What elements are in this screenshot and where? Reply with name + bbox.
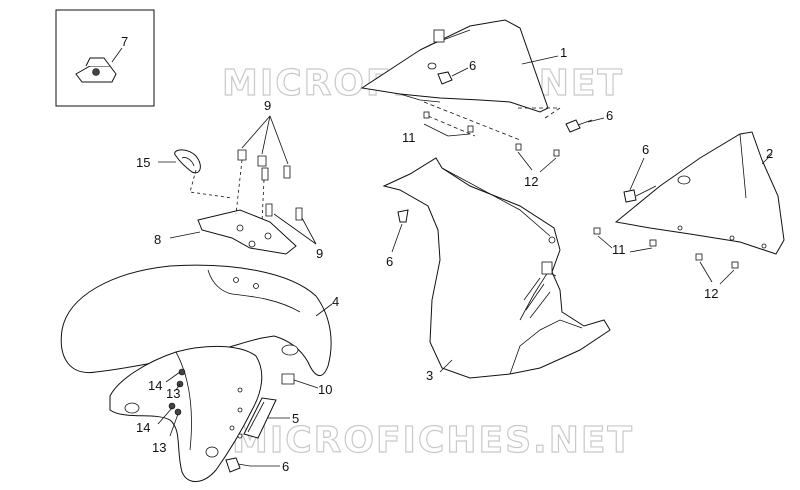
- callout-8: 8: [154, 232, 161, 247]
- callout-5: 5: [292, 411, 299, 426]
- callout-13b: 13: [152, 440, 166, 455]
- callout-3: 3: [426, 368, 433, 383]
- callout-13a: 13: [166, 386, 180, 401]
- nuts-13-14: 14 13 14 13: [136, 368, 186, 455]
- callout-6b: 6: [606, 108, 613, 123]
- fork-plate-part: [109, 345, 263, 482]
- reflector-part: 5: [243, 397, 299, 439]
- screw-6-bottom-part: 6: [225, 457, 289, 474]
- callout-6d: 6: [386, 254, 393, 269]
- side-cover-part: 2 6 11 12: [593, 131, 785, 301]
- callout-11a: 11: [402, 130, 416, 145]
- callout-1: 1: [560, 45, 567, 60]
- callout-14a: 14: [148, 378, 162, 393]
- bracket-assembly: 8 9 9 15: [136, 98, 323, 261]
- front-fender-part: 4: [60, 264, 339, 376]
- callout-9a: 9: [264, 98, 271, 113]
- callout-14b: 14: [136, 420, 150, 435]
- watermark-bottom: MICROFICHES.NET: [232, 420, 634, 461]
- callout-4: 4: [332, 294, 339, 309]
- callout-10: 10: [318, 382, 332, 397]
- callout-2: 2: [766, 146, 773, 161]
- inner-shroud-part: 6 3: [382, 157, 611, 383]
- callout-11b: 11: [612, 242, 626, 257]
- upper-cover-part: 1 6 6 11 12: [360, 19, 613, 189]
- callout-6e: 6: [282, 459, 289, 474]
- clip-nut-inset: 7: [55, 9, 155, 107]
- callout-12b: 12: [704, 286, 718, 301]
- callout-7: 7: [121, 34, 128, 49]
- screw-10-part: 10: [281, 373, 332, 397]
- callout-15: 15: [136, 155, 150, 170]
- callout-6a: 6: [469, 58, 476, 73]
- callout-6c: 6: [642, 142, 649, 157]
- callout-12a: 12: [524, 174, 538, 189]
- callout-9b: 9: [316, 246, 323, 261]
